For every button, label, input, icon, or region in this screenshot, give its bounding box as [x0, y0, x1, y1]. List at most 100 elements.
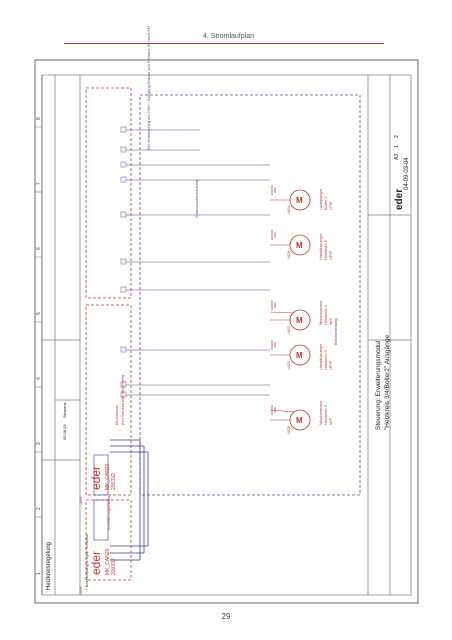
load-id-m21: -M21 — [286, 360, 291, 370]
module-right-busnote: Bit Adresse — [114, 404, 119, 425]
motor-feeds — [269, 199, 296, 421]
page-title: 4. Stromlaufplan — [203, 33, 254, 40]
header-rule — [64, 43, 384, 44]
tb-drawn: Siemens — [62, 402, 67, 418]
load-m21: Umwälzpumpe Heizkreis 3 UP/P — [318, 343, 333, 370]
module-left-brand: eder — [89, 551, 103, 575]
svg-text:M/P: M/P — [328, 418, 333, 425]
svg-text:Heizkreis 3: Heizkreis 3 — [323, 349, 328, 370]
svg-text:Ladepumpe: Ladepumpe — [318, 188, 323, 210]
tb-docno: 04-09-03-04 — [404, 157, 410, 190]
load-id-m22: -M22 — [286, 325, 291, 335]
svg-text:UP/P: UP/P — [328, 360, 333, 370]
svg-text:-A09: -A09 — [78, 496, 83, 505]
svg-text:Heizkreis 3: Heizkreis 3 — [323, 404, 328, 425]
module-right-model: MK_CAN20 — [105, 463, 111, 490]
terminal-markers — [120, 126, 127, 398]
can-bus-lines — [110, 439, 149, 561]
module-left-subtitle: Erweiterungsmodul — [106, 496, 111, 530]
svg-text:A3: A3 — [394, 154, 400, 160]
svg-text:Boiler 2: Boiler 2 — [323, 196, 328, 210]
svg-text:04-09-03-04: 04-09-03-04 — [404, 157, 410, 190]
svg-text:Heizkreis 4: Heizkreis 4 — [323, 304, 328, 325]
svg-text:* Bezeichnung lt. hydr. Schema: * Bezeichnung lt. hydr. Schema — [84, 534, 89, 590]
svg-text:M: M — [296, 241, 303, 250]
svg-text:2: 2 — [36, 507, 42, 510]
tb-size: A3 — [394, 154, 400, 160]
svg-text:Siemens: Siemens — [62, 402, 67, 418]
module-left-date: 200332 — [111, 558, 117, 575]
module-left-ref: -A08 — [78, 586, 83, 595]
note-hyd: * Bezeichnung lt. hydr. Schema — [84, 534, 89, 590]
svg-text:M: M — [296, 316, 303, 325]
tb-title: Steuerung: Erweiterungsmodul "Heizkreis … — [375, 335, 391, 430]
module-terminals-box — [85, 87, 132, 299]
svg-text:1: 1 — [394, 145, 400, 148]
svg-text:Mischermotor: Mischermotor — [318, 300, 323, 325]
module-left-label: eder MK_CAN20 200332 — [89, 548, 117, 575]
svg-text:Bei Verwendung als 230V~ Ausga: Bei Verwendung als 230V~ Ausgang Brücke … — [146, 26, 151, 150]
note-jumper: Brückenleitung — [333, 319, 338, 345]
svg-text:3: 3 — [36, 442, 42, 445]
tb-of: 2 — [394, 135, 400, 138]
svg-text:4: 4 — [36, 377, 42, 380]
svg-text:UP/P: UP/P — [328, 250, 333, 260]
module-left-sub: Erweiterungsmodul — [106, 496, 111, 530]
svg-text:M: M — [296, 196, 303, 205]
svg-text:2: 2 — [394, 135, 400, 138]
load-id-m20: -M20 — [286, 425, 291, 435]
load-m20: Mischermotor Heizkreis 3 M/P — [318, 400, 333, 425]
module-right-sub: Bit Adresse (bei Steckbrücke eingestellt… — [114, 374, 125, 425]
module-right-box — [85, 304, 132, 496]
load-id-m24: -M24 — [286, 205, 291, 215]
grid-numbers: 1 2 3 4 5 6 7 8 — [36, 117, 42, 575]
module-right-date: 200332 — [111, 473, 117, 490]
grid-ticks — [35, 126, 42, 518]
svg-text:Steuerung: Erweiterungsmodul: Steuerung: Erweiterungsmodul — [375, 340, 382, 430]
tb-project: Heizkreisregelung — [46, 542, 52, 590]
svg-text:LP/P: LP/P — [328, 201, 333, 210]
module-left-model: MK_CAN20 — [105, 548, 111, 575]
module-right-brand: eder — [89, 466, 103, 490]
tb-sheet: 1 — [394, 145, 400, 148]
load-m22: Mischermotor Heizkreis 4 M/P — [318, 300, 333, 325]
module-left-box — [85, 499, 132, 581]
svg-text:"Heizkreis 3/4/Boiler2" Ausgän: "Heizkreis 3/4/Boiler2" Ausgänge — [384, 335, 391, 430]
terminal-lines — [125, 129, 270, 396]
svg-text:Umwälzpumpe: Umwälzpumpe — [318, 343, 323, 370]
svg-text:eder: eder — [394, 189, 405, 210]
title-block — [41, 75, 411, 595]
load-m23: Umwälzpumpe Heizkreis 4 UP/P — [318, 233, 333, 260]
load-m24: Ladepumpe Boiler 2 LP/P — [318, 188, 333, 210]
svg-text:7: 7 — [36, 182, 42, 185]
tb-date: 05.08.03 — [62, 424, 67, 440]
svg-text:Mischermotor: Mischermotor — [318, 400, 323, 425]
can-connector-left — [93, 499, 109, 541]
svg-text:1: 1 — [36, 572, 42, 575]
module-right-label: eder MK_CAN20 200332 — [89, 463, 117, 490]
note-remark: Bei Verwendung als 230V~ Ausgang Brücke … — [146, 26, 151, 150]
svg-text:Heizkreisregelung: Heizkreisregelung — [46, 542, 52, 590]
svg-text:Heizkreis 4: Heizkreis 4 — [323, 239, 328, 260]
svg-text:Umwälzpumpe: Umwälzpumpe — [318, 233, 323, 260]
note-summen: Summenstörmeldung — [194, 180, 199, 218]
svg-text:6: 6 — [36, 247, 42, 250]
svg-text:M: M — [296, 351, 303, 360]
svg-text:8: 8 — [36, 117, 42, 120]
svg-text:05.08.03: 05.08.03 — [62, 424, 67, 440]
svg-text:Brückenleitung: Brückenleitung — [333, 319, 338, 345]
load-id-m23: -M23 — [286, 250, 291, 260]
svg-text:-A08: -A08 — [78, 586, 83, 595]
page-number: 29 — [221, 612, 231, 621]
svg-text:Summenstörmeldung: Summenstörmeldung — [194, 180, 199, 218]
sheet-frame — [34, 59, 419, 604]
svg-text:5: 5 — [36, 312, 42, 315]
motor-letters: M M M M M — [296, 196, 303, 425]
ground-symbols — [271, 185, 276, 415]
svg-text:M: M — [296, 416, 303, 425]
can-connector-right — [93, 454, 109, 496]
module-right-ref: -A09 — [78, 496, 83, 505]
module-right-busnote2: (bei Steckbrücke eingestellt) — [120, 374, 125, 425]
